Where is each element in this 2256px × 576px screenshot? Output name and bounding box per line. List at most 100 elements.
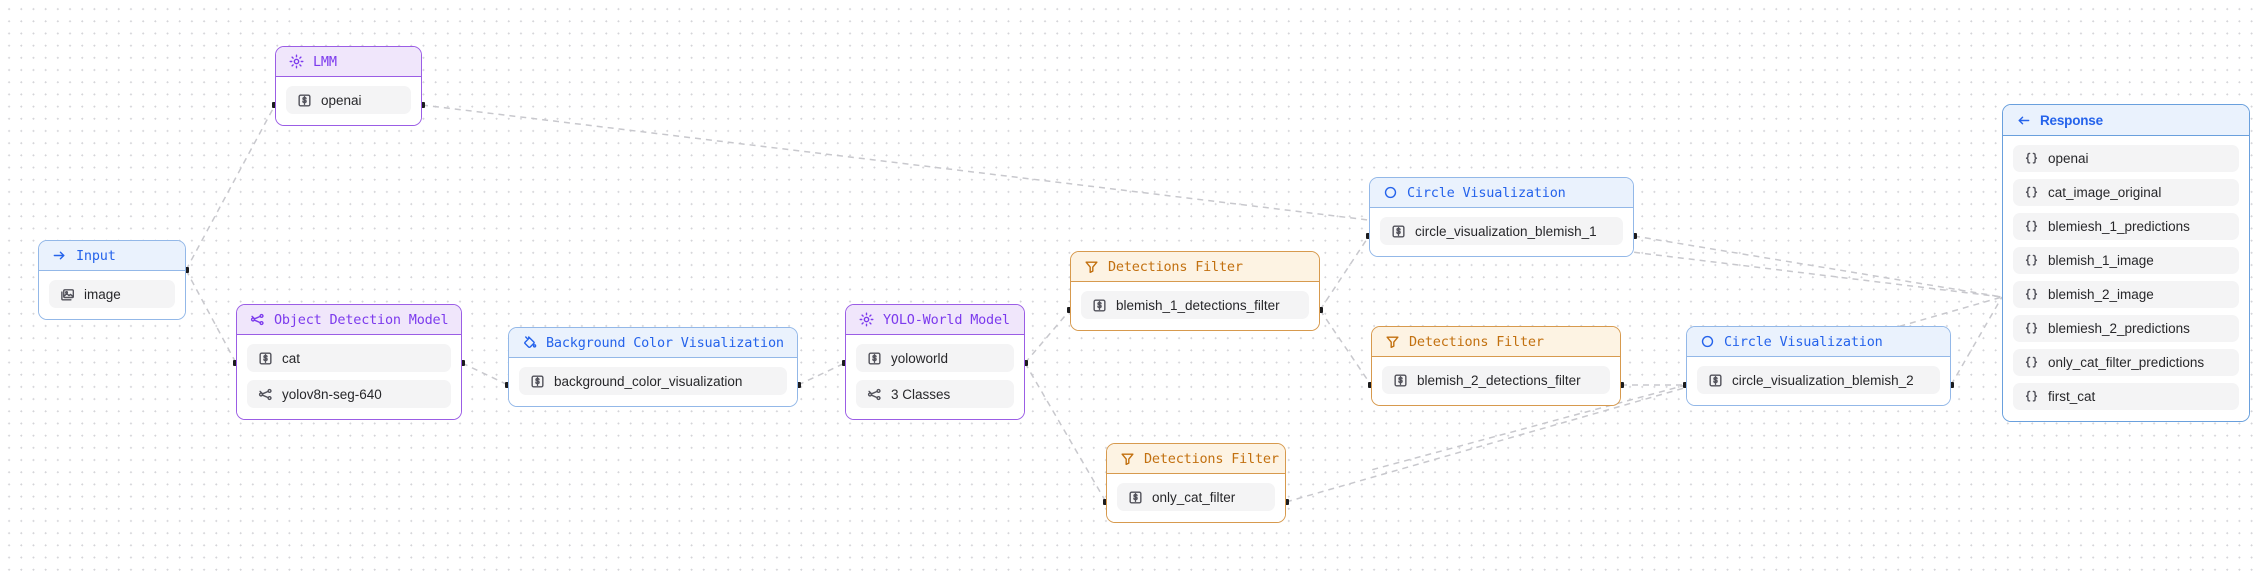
port-lmm-out[interactable] — [419, 102, 425, 108]
response-item-label: first_cat — [2048, 389, 2096, 404]
node-row[interactable]: cat — [247, 344, 451, 372]
paint-bucket-icon — [522, 335, 537, 350]
gear-icon — [859, 312, 874, 327]
node-body-detections-filter-blemish-2: blemish_2_detections_filter — [1372, 357, 1620, 405]
response-item[interactable]: only_cat_filter_predictions — [2013, 349, 2239, 376]
circle-icon — [1383, 185, 1398, 200]
response-item[interactable]: blemiesh_1_predictions — [2013, 213, 2239, 240]
node-header-background-color-visualization[interactable]: Background Color Visualization — [509, 328, 797, 358]
node-title-background-color-visualization: Background Color Visualization — [546, 334, 784, 351]
response-item-label: blemiesh_2_predictions — [2048, 321, 2190, 336]
response-item-label: blemish_2_image — [2048, 287, 2154, 302]
node-circle-visualization-blemish-1[interactable]: Circle Visualization circle_visualization… — [1369, 177, 1634, 257]
node-header-lmm[interactable]: LMM — [276, 47, 421, 77]
node-row-label: circle_visualization_blemish_1 — [1415, 223, 1597, 239]
port-odm-out[interactable] — [459, 360, 465, 366]
response-item[interactable]: blemish_1_image — [2013, 247, 2239, 274]
filter-icon — [1084, 259, 1099, 274]
node-row[interactable]: yolov8n-seg-640 — [247, 380, 451, 408]
node-body-input: image — [39, 271, 185, 319]
response-item-label: cat_image_original — [2048, 185, 2162, 200]
response-item-label: openai — [2048, 151, 2089, 166]
port-onlycat-out[interactable] — [1283, 499, 1289, 505]
node-row[interactable]: image — [49, 280, 175, 308]
dollar-box-icon — [1092, 298, 1107, 313]
node-detections-filter-only-cat[interactable]: Detections Filter only_cat_filter — [1106, 443, 1286, 523]
node-header-yolo-world-model[interactable]: YOLO-World Model — [846, 305, 1024, 335]
node-body-lmm: openai — [276, 77, 421, 125]
node-yolo-world-model[interactable]: YOLO-World Model yoloworld 3 Classes — [845, 304, 1025, 420]
braces-icon — [2024, 151, 2039, 166]
node-title-circle-visualization-blemish-2: Circle Visualization — [1724, 333, 1883, 350]
node-row[interactable]: blemish_2_detections_filter — [1382, 366, 1610, 394]
port-circle1-out[interactable] — [1631, 233, 1637, 239]
node-header-object-detection-model[interactable]: Object Detection Model — [237, 305, 461, 335]
edge-filter1-out-to-filter2-in — [1319, 309, 1372, 386]
port-input-out[interactable] — [183, 267, 189, 273]
arrow-right-icon — [52, 248, 67, 263]
node-row[interactable]: circle_visualization_blemish_2 — [1697, 366, 1940, 394]
node-body-yolo-world-model: yoloworld 3 Classes — [846, 335, 1024, 419]
port-filter2-out[interactable] — [1618, 382, 1624, 388]
response-panel-title: Response — [2040, 112, 2103, 128]
dollar-box-icon — [1391, 224, 1406, 239]
port-yolo-out[interactable] — [1022, 360, 1028, 366]
edge-odm-out-to-bgcolor-in — [461, 362, 509, 386]
node-row[interactable]: only_cat_filter — [1117, 483, 1275, 511]
response-item-label: blemish_1_image — [2048, 253, 2154, 268]
node-title-yolo-world-model: YOLO-World Model — [883, 311, 1010, 328]
response-item[interactable]: blemish_2_image — [2013, 281, 2239, 308]
dollar-box-icon — [258, 351, 273, 366]
node-header-circle-visualization-blemish-1[interactable]: Circle Visualization — [1370, 178, 1633, 208]
node-row[interactable]: yoloworld — [856, 344, 1014, 372]
node-row[interactable]: openai — [286, 86, 411, 114]
node-circle-visualization-blemish-2[interactable]: Circle Visualization circle_visualization… — [1686, 326, 1951, 406]
node-row-label: blemish_1_detections_filter — [1116, 297, 1280, 313]
node-header-detections-filter-only-cat[interactable]: Detections Filter — [1107, 444, 1285, 474]
response-item[interactable]: cat_image_original — [2013, 179, 2239, 206]
response-panel[interactable]: Response openai cat_image_original blemiesh… — [2002, 104, 2250, 422]
dollar-box-icon — [297, 93, 312, 108]
graph-node-icon — [867, 387, 882, 402]
edge-input-out-to-lmm-in — [185, 104, 276, 271]
port-filter1-out[interactable] — [1317, 307, 1323, 313]
braces-icon — [2024, 185, 2039, 200]
node-row[interactable]: blemish_1_detections_filter — [1081, 291, 1309, 319]
edge-circle1-out-to-response-in — [1633, 235, 2003, 298]
node-body-object-detection-model: cat yolov8n-seg-640 — [237, 335, 461, 419]
response-panel-header[interactable]: Response — [2003, 105, 2249, 136]
response-item[interactable]: openai — [2013, 145, 2239, 172]
node-row-label: yolov8n-seg-640 — [282, 386, 382, 402]
node-input[interactable]: Input image — [38, 240, 186, 320]
port-circle2-out[interactable] — [1948, 382, 1954, 388]
node-object-detection-model[interactable]: Object Detection Model cat yolov8n-seg-640 — [236, 304, 462, 420]
node-row[interactable]: circle_visualization_blemish_1 — [1380, 217, 1623, 245]
edge-yolo-out-to-filter1-in — [1024, 309, 1071, 364]
node-header-detections-filter-blemish-2[interactable]: Detections Filter — [1372, 327, 1620, 357]
node-body-detections-filter-only-cat: only_cat_filter — [1107, 474, 1285, 522]
node-body-circle-visualization-blemish-2: circle_visualization_blemish_2 — [1687, 357, 1950, 405]
dollar-box-icon — [1128, 490, 1143, 505]
node-title-detections-filter-only-cat: Detections Filter — [1144, 450, 1279, 467]
braces-icon — [2024, 355, 2039, 370]
node-header-input[interactable]: Input — [39, 241, 185, 271]
node-row-label: image — [84, 286, 121, 302]
edge-filter1-out-to-circle1-in — [1319, 235, 1370, 311]
node-background-color-visualization[interactable]: Background Color Visualization background… — [508, 327, 798, 407]
node-title-circle-visualization-blemish-1: Circle Visualization — [1407, 184, 1566, 201]
port-bgcolor-out[interactable] — [795, 382, 801, 388]
node-detections-filter-blemish-1[interactable]: Detections Filter blemish_1_detections_fi… — [1070, 251, 1320, 331]
node-lmm[interactable]: LMM openai — [275, 46, 422, 126]
response-item[interactable]: first_cat — [2013, 383, 2239, 410]
node-title-input: Input — [76, 247, 116, 264]
node-title-object-detection-model: Object Detection Model — [274, 311, 449, 328]
node-detections-filter-blemish-2[interactable]: Detections Filter blemish_2_detections_fi… — [1371, 326, 1621, 406]
node-header-detections-filter-blemish-1[interactable]: Detections Filter — [1071, 252, 1319, 282]
node-row[interactable]: 3 Classes — [856, 380, 1014, 408]
node-header-circle-visualization-blemish-2[interactable]: Circle Visualization — [1687, 327, 1950, 357]
node-row[interactable]: background_color_visualization — [519, 367, 787, 395]
node-row-label: blemish_2_detections_filter — [1417, 372, 1581, 388]
response-item[interactable]: blemiesh_2_predictions — [2013, 315, 2239, 342]
graph-node-icon — [250, 312, 265, 327]
